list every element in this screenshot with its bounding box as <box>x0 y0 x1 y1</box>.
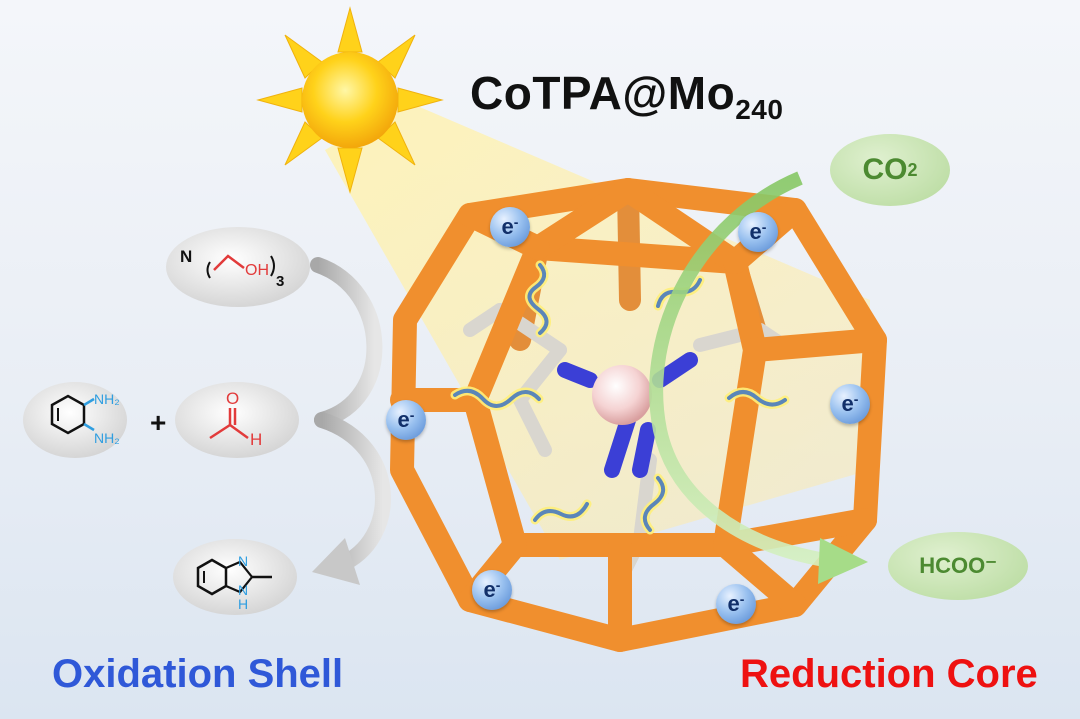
ald-o: O <box>226 389 239 408</box>
electron-ball: e- <box>738 212 778 252</box>
phenylenediamine-structure: NH₂ NH₂ <box>50 391 120 446</box>
acetaldehyde-structure: O H <box>209 389 262 449</box>
benzimidazole-structure: N N H <box>196 553 272 612</box>
electron-ball: e- <box>490 207 530 247</box>
plus-sign: + <box>150 407 166 438</box>
sun-icon <box>256 6 444 194</box>
oxidation-arrowhead <box>312 538 360 585</box>
energy-transfer-arrows <box>453 263 787 532</box>
reduction-core-label: Reduction Core <box>740 652 1038 696</box>
electron-ball: e- <box>830 384 870 424</box>
electron-ball: e- <box>472 570 512 610</box>
prod-h: H <box>238 596 248 612</box>
reactant-pills <box>23 227 310 615</box>
amine-count: 3 <box>276 273 284 290</box>
amine-oh: OH <box>245 262 269 279</box>
diagram-title: CoTPA@Mo240 <box>470 67 784 125</box>
prod-nh: N <box>238 582 248 598</box>
ald-h: H <box>250 430 262 449</box>
oxidation-shell-label: Oxidation Shell <box>52 652 344 696</box>
amine-n: N <box>180 247 192 266</box>
nh2-bottom: NH₂ <box>94 430 120 446</box>
triethanolamine-structure: N OH 3 <box>180 247 284 290</box>
reduction-arrow <box>649 171 868 584</box>
prod-n: N <box>238 553 248 569</box>
formate-pill: HCOO⁻ <box>888 532 1028 600</box>
nh2-top: NH₂ <box>94 391 120 407</box>
oxidation-arrow <box>310 257 391 573</box>
electron-ball: e- <box>386 400 426 440</box>
electron-ball: e- <box>716 584 756 624</box>
